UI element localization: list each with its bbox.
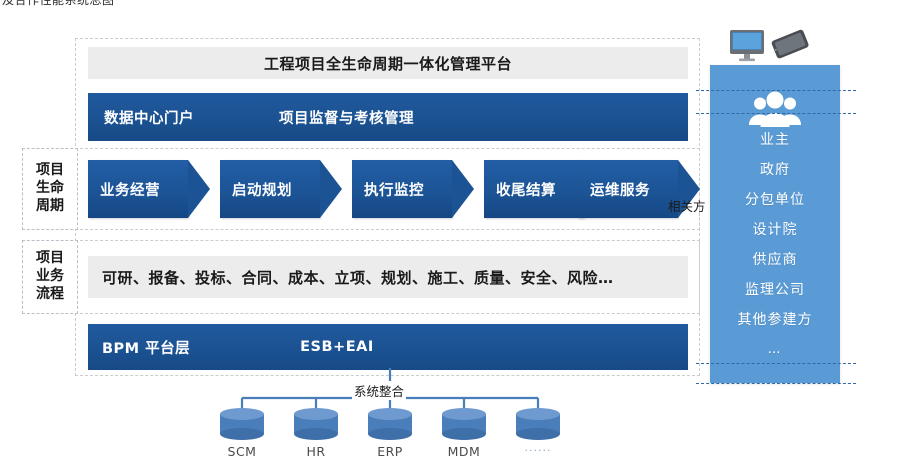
lifecycle-stage-5[interactable]: 运维服务 — [578, 160, 700, 218]
stakeholder-item-2[interactable]: 政府 — [760, 162, 790, 178]
lifecycle-stage-1[interactable]: 业务经营 — [88, 160, 210, 218]
system-label-2[interactable]: HR — [306, 444, 326, 459]
stakeholder-item-6[interactable]: 监理公司 — [745, 282, 805, 298]
people-group-icon — [744, 91, 806, 131]
portal-right-label: 项目监督与考核管理 — [279, 110, 414, 127]
db-cylinder-1 — [220, 408, 264, 440]
stakeholder-panel: 业主 政府 分包单位 设计院 供应商 监理公司 其他参建方 … — [710, 65, 840, 383]
device-icons — [728, 28, 818, 66]
business-process-bar: 可研、报备、投标、合同、成本、立项、规划、施工、质量、安全、风险… — [88, 256, 688, 298]
lifecycle-stage-4[interactable]: 收尾结算 — [484, 160, 606, 218]
lifecycle-stage-1-label: 业务经营 — [100, 182, 160, 199]
lifecycle-stage-list: 业务经营 启动规划 执行监控 收尾结算 运维服务 — [88, 160, 700, 218]
monitor-icon — [730, 30, 764, 62]
business-process-items: 可研、报备、投标、合同、成本、立项、规划、施工、质量、安全、风险… — [102, 268, 614, 287]
lifecycle-stage-2[interactable]: 启动规划 — [220, 160, 342, 218]
lifecycle-stage-2-label: 启动规划 — [232, 182, 292, 199]
page-caption: 及合作性能系统总图 — [2, 0, 115, 7]
db-cylinder-4 — [442, 408, 486, 440]
panel-dash-line-top-2 — [696, 113, 856, 114]
platform-layer-right-label: ESB+EAI — [300, 339, 374, 355]
db-cylinder-3 — [368, 408, 412, 440]
stakeholder-item-5[interactable]: 供应商 — [752, 252, 798, 268]
system-label-1[interactable]: SCM — [227, 444, 257, 459]
system-label-more: ······ — [524, 444, 552, 457]
related-parties-label: 相关方 — [668, 199, 706, 214]
platform-layer-bar: BPM 平台层 ESB+EAI — [88, 324, 688, 370]
side-label-lifecycle: 项目生命周期 — [22, 148, 78, 230]
lifecycle-stage-3[interactable]: 执行监控 — [352, 160, 474, 218]
panel-dash-line-top-1 — [696, 90, 856, 91]
page-title: 工程项目全生命周期一体化管理平台 — [263, 54, 512, 73]
system-integration-label: 系统整合 — [352, 381, 407, 400]
lifecycle-stage-5-label: 运维服务 — [590, 182, 650, 199]
db-cylinder-5 — [516, 408, 560, 440]
platform-title-band: 工程项目全生命周期一体化管理平台 — [88, 47, 688, 79]
stakeholder-item-more: … — [767, 342, 783, 357]
system-integration-connectors — [220, 368, 560, 440]
system-integration-group: SCM HR ERP MDM ······ — [210, 368, 590, 460]
db-cylinder-2 — [294, 408, 338, 440]
panel-dash-line-bottom-2 — [696, 383, 856, 384]
side-label-business-process: 项目业务流程 — [22, 240, 78, 314]
side-label-business-process-text: 项目业务流程 — [36, 250, 64, 302]
smartphone-icon — [771, 29, 809, 59]
portal-bar: 数据中心门户 项目监督与考核管理 — [88, 93, 688, 141]
lifecycle-stage-4-label: 收尾结算 — [496, 182, 556, 199]
platform-layer-left-label: BPM 平台层 — [102, 340, 191, 357]
system-label-3[interactable]: ERP — [377, 444, 403, 459]
lifecycle-stage-3-label: 执行监控 — [364, 182, 424, 199]
system-label-4[interactable]: MDM — [447, 444, 481, 459]
stakeholder-item-7[interactable]: 其他参建方 — [737, 312, 813, 328]
panel-dash-line-bottom-1 — [696, 363, 856, 364]
stakeholder-item-3[interactable]: 分包单位 — [745, 192, 805, 208]
portal-left-label: 数据中心门户 — [104, 110, 194, 127]
stakeholder-list: 业主 政府 分包单位 设计院 供应商 监理公司 其他参建方 … — [710, 133, 840, 356]
stakeholder-item-4[interactable]: 设计院 — [752, 222, 798, 238]
side-label-lifecycle-text: 项目生命周期 — [36, 162, 64, 214]
stakeholder-item-1[interactable]: 业主 — [760, 132, 790, 148]
